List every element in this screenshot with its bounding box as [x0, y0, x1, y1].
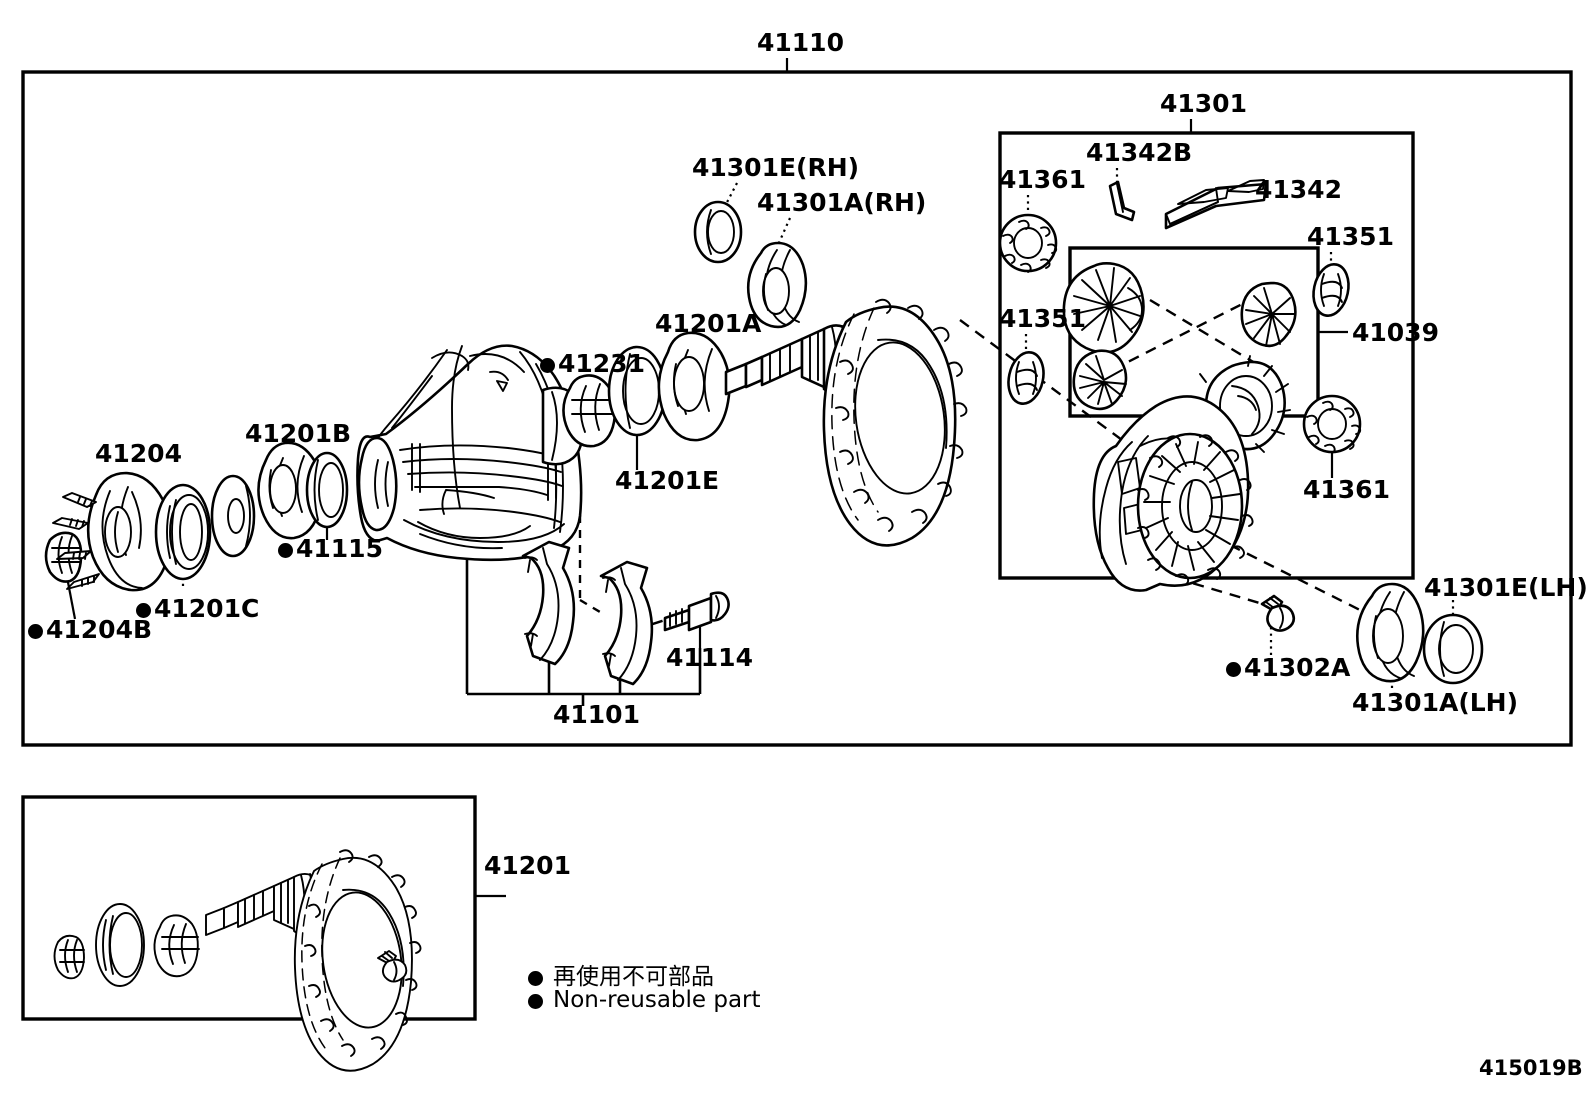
- label-41201C: 41201C: [136, 596, 259, 621]
- art-ring-gear-bolt: [1260, 594, 1296, 632]
- art-pinion-and-ring-gear: [724, 298, 968, 547]
- art-bearing-spacer-washer: [210, 474, 256, 558]
- legend-japanese-text: 再使用不可部品: [553, 964, 714, 990]
- label-41342: 41342: [1255, 175, 1342, 204]
- legend-english-text: Non-reusable part: [553, 987, 761, 1013]
- label-41361-bottom: 41361: [1303, 475, 1390, 504]
- label-41361-top: 41361: [999, 165, 1086, 194]
- art-cap-bolt: [663, 591, 730, 632]
- label-41101: 41101: [553, 700, 640, 729]
- art-front-bearing: [257, 441, 324, 540]
- label-41039: 41039: [1352, 318, 1439, 347]
- art-side-shim-lh: [1422, 613, 1484, 685]
- non-reusable-bullet: [278, 543, 293, 558]
- art-drive-pinion-bearing: [657, 331, 731, 442]
- label-41301: 41301: [1160, 89, 1247, 118]
- non-reusable-bullet: [28, 624, 43, 639]
- art-bearing-cap-right: [599, 560, 654, 686]
- art-inset-ring-pinion-set: [53, 849, 422, 1072]
- label-41201C-text: 41201C: [154, 594, 260, 623]
- art-side-gear-large: [1062, 262, 1145, 354]
- label-41201-inset: 41201: [484, 851, 571, 880]
- label-41351-left: 41351: [999, 304, 1086, 333]
- label-41231: 41231: [540, 351, 645, 376]
- art-thrust-washer-top: [998, 213, 1058, 273]
- art-oil-seal: [607, 345, 667, 437]
- label-41204B-text: 41204B: [46, 615, 153, 644]
- label-41115-text: 41115: [296, 534, 383, 563]
- label-41351-right: 41351: [1307, 222, 1394, 251]
- art-bearing-cap-left: [521, 540, 576, 666]
- art-pinion-oil-seal: [154, 483, 212, 581]
- art-axle-housing: [356, 344, 585, 562]
- art-dust-deflector: [562, 374, 617, 448]
- art-differential-case: [1092, 395, 1254, 592]
- label-41204B: 41204B: [28, 617, 152, 642]
- label-41201A: 41201A: [655, 309, 762, 338]
- non-reusable-bullet: [136, 603, 151, 618]
- legend-japanese: 再使用不可部品: [528, 957, 714, 991]
- art-pinion-gear-small-left: [1072, 349, 1128, 411]
- label-41301E-rh: 41301E(RH): [692, 153, 860, 182]
- art-pinion-gear-small-right: [1240, 281, 1297, 348]
- label-41301A-lh: 41301A(LH): [1352, 688, 1519, 717]
- label-41302A: 41302A: [1226, 655, 1350, 680]
- label-41115: 41115: [278, 536, 383, 561]
- art-side-bearing-rh: [746, 241, 808, 329]
- non-reusable-bullet: [528, 971, 543, 986]
- label-41110: 41110: [757, 28, 844, 57]
- label-41342B: 41342B: [1086, 138, 1193, 167]
- label-41204: 41204: [95, 439, 182, 468]
- label-41301A-rh: 41301A(RH): [757, 188, 927, 217]
- non-reusable-bullet: [540, 358, 555, 373]
- label-41114: 41114: [666, 643, 753, 672]
- art-lock-pin: [1108, 180, 1136, 222]
- art-companion-flange: [52, 471, 173, 592]
- label-41301E-lh: 41301E(LH): [1424, 573, 1588, 602]
- art-pinion-washer-right: [1312, 263, 1350, 317]
- art-pinion-washer-left: [1007, 351, 1045, 405]
- art-thrust-washer-bottom: [1302, 394, 1362, 454]
- label-41231-text: 41231: [558, 349, 645, 378]
- art-bearing-spacer: [305, 451, 349, 529]
- non-reusable-bullet: [1226, 662, 1241, 677]
- diagram-code: 415019B: [1479, 1056, 1583, 1080]
- label-41302A-text: 41302A: [1244, 653, 1351, 682]
- label-41201B: 41201B: [245, 419, 352, 448]
- art-side-shim-rh: [693, 200, 743, 264]
- art-side-bearing-lh: [1356, 582, 1425, 683]
- non-reusable-bullet: [528, 994, 543, 1009]
- art-pinion-shaft: [1164, 179, 1268, 230]
- label-41201E: 41201E: [615, 466, 720, 495]
- legend-english: Non-reusable part: [528, 987, 761, 1013]
